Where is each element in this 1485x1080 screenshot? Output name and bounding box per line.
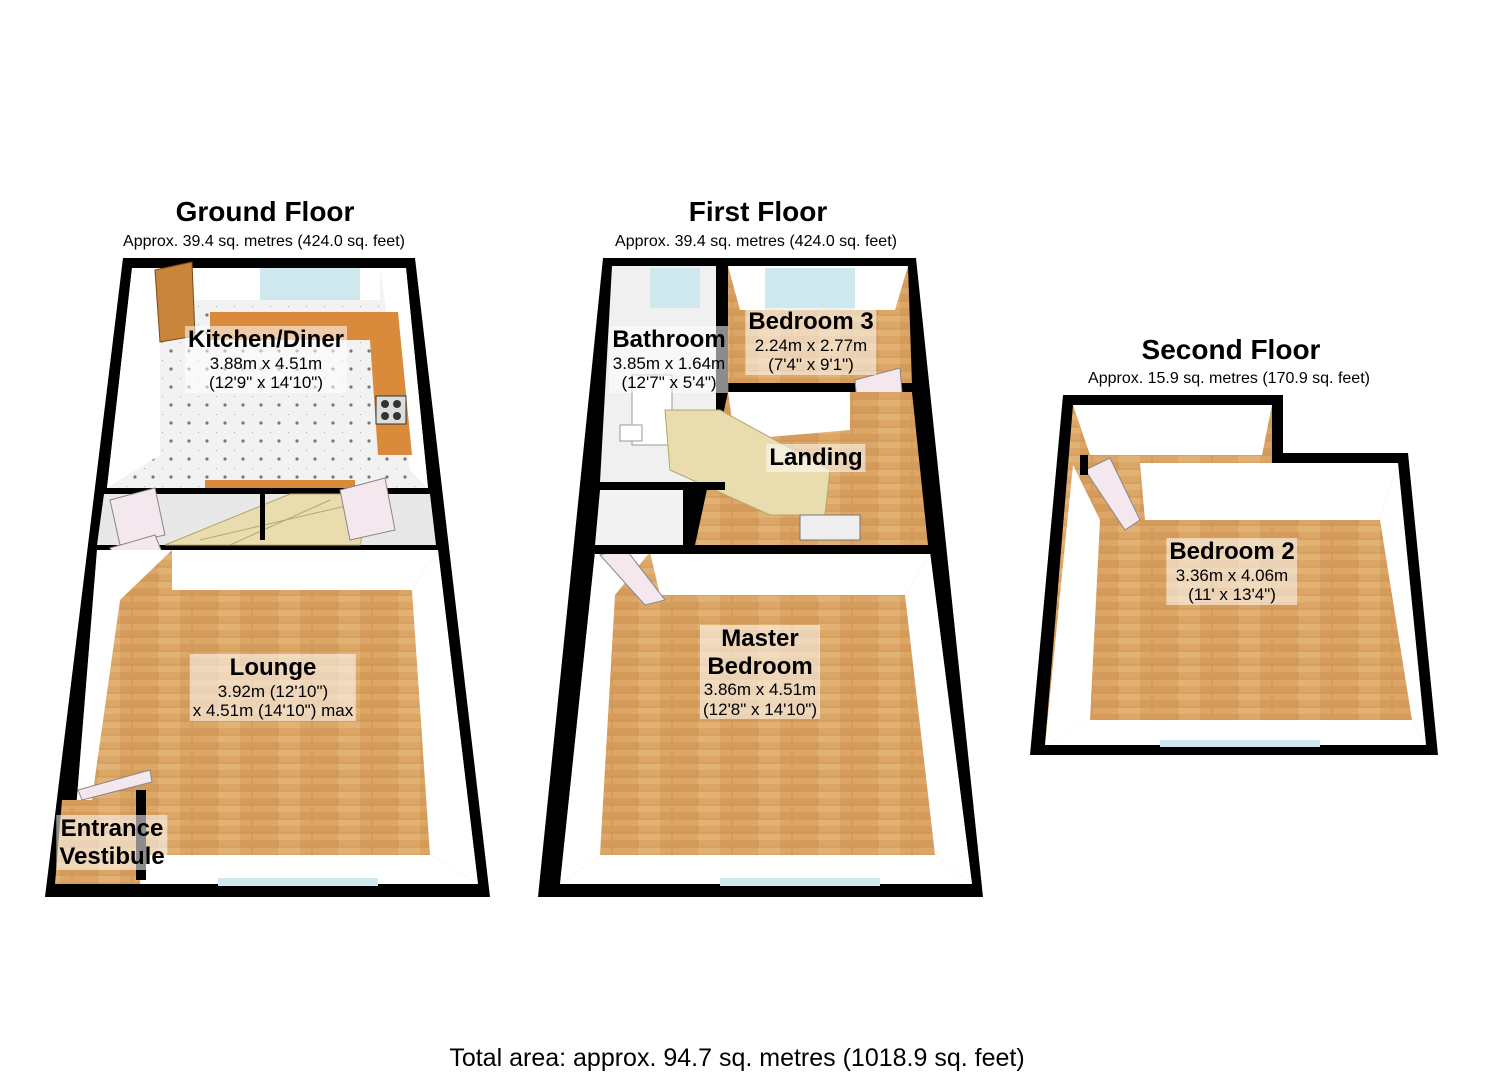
room-dimensions: 3.86m x 4.51m [699,680,821,700]
room-name: Kitchen/Diner [184,326,348,354]
master-wall-right [905,552,972,884]
bedroom-2-wall-top [1073,405,1272,455]
interior-wall [1080,455,1088,475]
window [765,268,855,310]
lounge-wall-top [172,550,438,590]
room-name: Bathroom [609,326,729,354]
floor-title-first: First Floor [688,196,828,227]
room-label-vestibule: Entrance Vestibule [56,815,168,871]
room-name: Bedroom 3 [745,308,877,336]
room-name: Entrance [56,815,168,843]
room-dimensions: (12'9" x 14'10") [184,373,348,393]
room-label-landing: Landing [766,444,866,472]
bedroom-2-wall-top2 [1140,463,1398,520]
first-floor-plan [538,258,983,897]
room-name: Lounge [189,654,357,682]
total-area: Total area: approx. 94.7 sq. metres (101… [449,1044,1025,1072]
room-dimensions: (12'7" x 5'4") [609,373,729,393]
floor-title-second: Second Floor [1141,334,1321,365]
door-icon [109,487,166,546]
window [720,878,880,886]
room-label-lounge: Lounge 3.92m (12'10") x 4.51m (14'10") m… [189,654,357,721]
lounge-wall-bottom [140,855,478,884]
master-wall-bottom [560,855,972,884]
window [1160,740,1320,747]
floor-title-ground: Ground Floor [175,196,355,227]
radiator-icon [799,514,861,541]
ground-floor-plan [45,258,490,897]
floor-area-second: Approx. 15.9 sq. metres (170.9 sq. feet) [1088,370,1370,387]
interior-wall [728,383,913,391]
bedroom-2-wall-left [1045,465,1100,745]
cupboard-floor [595,490,690,545]
room-dimensions: (7'4" x 9'1") [745,355,877,375]
room-dimensions: 3.36m x 4.06m [1166,565,1298,586]
kitchen-window [260,268,360,300]
landing-wall [728,392,850,440]
room-label-master-bedroom: Master Bedroom 3.86m x 4.51m (12'8" x 14… [699,625,821,720]
door-icon [77,769,153,801]
bedroom-2-wall-right [1380,463,1426,745]
room-label-bedroom-2: Bedroom 2 3.36m x 4.06m (11' x 13'4") [1166,538,1298,605]
room-label-bedroom-3: Bedroom 3 2.24m x 2.77m (7'4" x 9'1") [745,308,877,375]
room-label-kitchen: Kitchen/Diner 3.88m x 4.51m (12'9" x 14'… [184,326,348,393]
room-name: Bedroom [699,652,821,681]
door-icon [1084,457,1141,531]
room-dimensions: 3.92m (12'10") [189,681,357,702]
hob-icon [375,395,407,425]
room-dimensions: 3.88m x 4.51m [184,353,348,374]
window [218,878,378,886]
kitchen-table [205,480,355,488]
room-dimensions: x 4.51m (14'10") max [189,701,357,721]
interior-wall [683,488,691,546]
room-label-bathroom: Bathroom 3.85m x 1.64m (12'7" x 5'4") [609,326,729,393]
room-dimensions: 3.85m x 1.64m [609,353,729,374]
interior-wall [595,482,725,490]
room-name: Master [699,625,821,653]
room-name: Vestibule [56,842,168,871]
room-name: Landing [766,444,866,472]
door-icon [339,477,396,541]
room-dimensions: 2.24m x 2.77m [745,335,877,356]
room-dimensions: (11' x 13'4") [1166,585,1298,605]
room-name: Bedroom 2 [1166,538,1298,566]
bathroom-window [650,268,700,308]
interior-wall [595,546,935,554]
sink-icon [619,424,643,442]
room-dimensions: (12'8" x 14'10") [699,699,821,720]
lounge-wall-left [70,550,172,884]
lounge-wall-right [412,550,478,884]
master-wall-top [650,552,930,595]
bedroom-2-wall-bottom [1045,720,1426,745]
floor-area-ground: Approx. 39.4 sq. metres (424.0 sq. feet) [123,233,405,250]
floor-area-first: Approx. 39.4 sq. metres (424.0 sq. feet) [615,233,897,250]
master-wall-left [560,552,650,884]
interior-wall [260,490,265,540]
kitchen-wall-left [107,268,160,488]
